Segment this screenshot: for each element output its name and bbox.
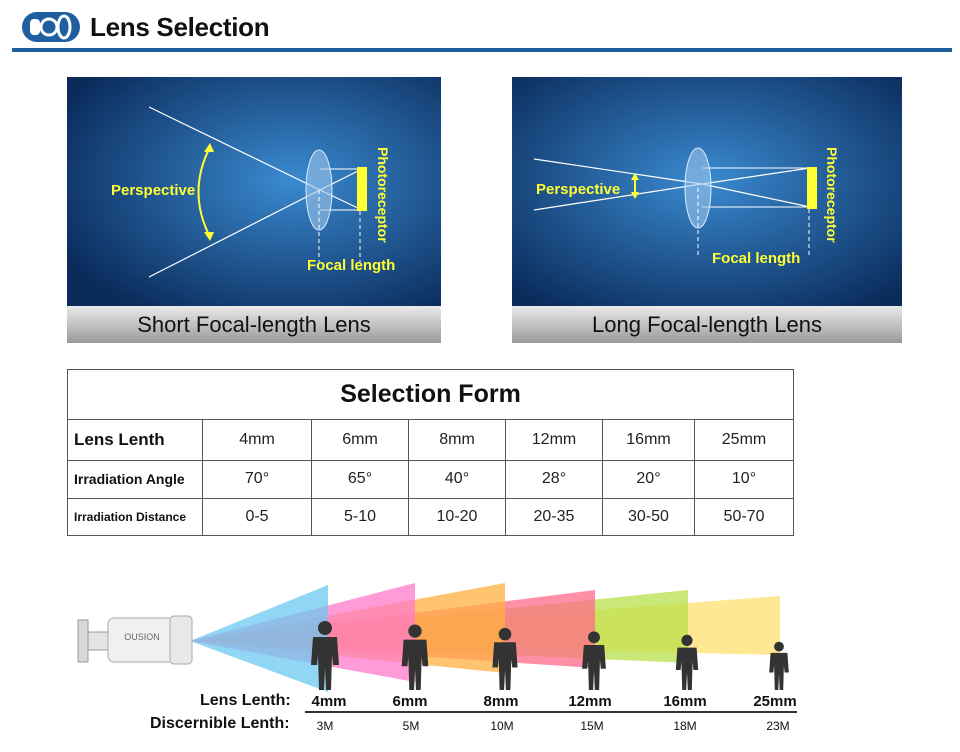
table-cell: 65° [311,460,409,499]
distance-tick: 5M [402,719,420,733]
short-focal-diagram [67,77,441,306]
perspective-label: Perspective [536,181,621,198]
lens-tick: 4mm [311,693,347,710]
lens-tick: 16mm [663,693,707,710]
distance-tick: 15M [580,719,604,733]
row-label: Irradiation Distance [67,497,203,537]
lens-coverage-diagram: OUSION [77,583,789,692]
table-cell: 5-10 [311,497,409,537]
distance-tick: 3M [316,719,334,733]
table-row: Irradiation Distance 0-5 5-10 10-20 20-3… [67,497,795,537]
table-cell: 40° [408,460,506,499]
page-title: Lens Selection [90,12,270,42]
table-cell: 20-35 [505,497,603,537]
table-cell: 12mm [505,418,603,462]
distance-tick: 23M [766,719,790,733]
table-cell: 10° [693,460,795,499]
table-cell: 8mm [408,418,506,462]
lens-length-label: Lens Lenth: [200,692,291,709]
table-row: Lens Lenth 4mm 6mm 8mm 12mm 16mm 25mm [67,418,795,462]
person-icon [769,641,789,690]
distance-tick: 10M [490,719,514,733]
table-row: Irradiation Angle 70° 65° 40° 28° 20° 10… [67,460,795,499]
selection-form-table: Selection Form Lens Lenth 4mm 6mm 8mm 12… [66,369,795,537]
camera-brand: OUSION [124,632,160,642]
lens-tick: 12mm [568,693,612,710]
coverage-fan [190,585,328,692]
lens-tick: 8mm [483,693,519,710]
discernible-length-label: Discernible Lenth: [150,715,290,732]
table-cell: 70° [202,460,312,499]
panel-caption: Long Focal-length Lens [512,306,902,343]
table-cell: 10-20 [408,497,506,537]
table-cell: 0-5 [202,497,312,537]
person-icon [311,621,339,690]
panel-caption: Short Focal-length Lens [67,306,441,343]
person-icon [492,627,518,690]
focal-length-label: Focal length [307,257,396,274]
short-focal-panel: Perspective Photoreceptor Focal length S… [67,77,441,343]
camera-icon: OUSION [77,615,193,665]
lens-tick: 25mm [753,693,797,710]
photoreceptor-label: Photoreceptor [824,147,840,243]
table-cell: 30-50 [602,497,695,537]
photoreceptor-label: Photoreceptor [375,147,391,243]
lens-tick: 6mm [392,693,428,710]
table-cell: 16mm [602,418,695,462]
table-cell: 28° [505,460,603,499]
table-cell: 6mm [311,418,409,462]
person-icon [401,624,429,690]
table-cell: 20° [602,460,695,499]
table-cell: 25mm [693,418,795,462]
distance-tick: 18M [673,719,697,733]
long-focal-panel: Perspective Photoreceptor Focal length L… [512,77,902,343]
long-focal-diagram [512,77,902,306]
table-cell: 4mm [202,418,312,462]
table-cell: 50-70 [693,497,795,537]
header-divider [12,48,952,52]
distance-axis [305,711,797,713]
focal-length-label: Focal length [712,250,801,267]
person-icon [675,634,699,690]
person-figures [311,621,789,690]
lens-icon [22,12,80,42]
table-title: Selection Form [66,369,795,420]
person-icon [582,631,606,690]
perspective-label: Perspective [111,182,196,199]
row-label: Irradiation Angle [67,460,203,499]
row-label: Lens Lenth [67,418,203,462]
